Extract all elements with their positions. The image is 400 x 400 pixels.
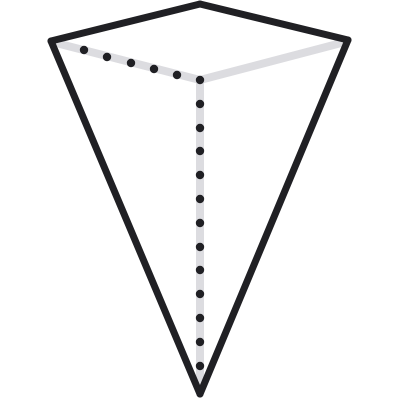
visible-outline <box>47 0 352 398</box>
outline-edge-right <box>196 36 352 398</box>
outline-edge-top-left <box>47 0 204 45</box>
hidden-dot-left-2 <box>102 52 112 62</box>
hidden-dot-vertical-7 <box>195 218 205 228</box>
hidden-dot-vertical-2 <box>195 99 205 109</box>
hidden-dot-vertical-1 <box>195 75 205 85</box>
hidden-dot-vertical-6 <box>195 194 205 204</box>
hidden-dot-left-5 <box>172 70 182 80</box>
hidden-dot-vertical-3 <box>195 123 205 133</box>
hidden-dot-vertical-9 <box>195 265 205 275</box>
hidden-dot-vertical-13 <box>195 361 205 371</box>
hidden-edge-dots <box>79 45 205 371</box>
hidden-dot-vertical-8 <box>195 242 205 252</box>
hidden-edges <box>56 38 349 389</box>
outline-edge-top-right <box>196 0 352 44</box>
hidden-dot-left-4 <box>149 64 159 74</box>
hidden-dot-left-1 <box>79 45 89 55</box>
hidden-dot-vertical-4 <box>195 146 205 156</box>
hidden-dot-vertical-10 <box>195 289 205 299</box>
hidden-dot-vertical-11 <box>195 313 205 323</box>
hidden-dot-vertical-5 <box>195 170 205 180</box>
outline-edge-left <box>47 37 204 398</box>
hidden-edge-top-right <box>196 38 349 84</box>
hidden-dot-vertical-12 <box>195 337 205 347</box>
hidden-dot-left-3 <box>126 58 136 68</box>
